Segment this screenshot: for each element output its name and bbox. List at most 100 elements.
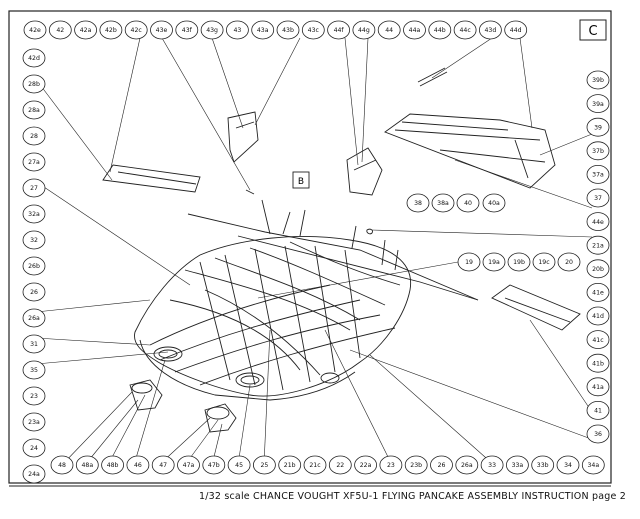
vertical-fin-right-line (353, 159, 377, 171)
label-bottom-14: 23b (404, 455, 428, 475)
label-right-4: 37a (586, 164, 610, 184)
label-text: 46 (134, 462, 142, 469)
label-text: 37a (592, 172, 604, 179)
label-text: 47b (208, 462, 220, 469)
label-text: 44 (385, 27, 393, 34)
label-text: 42a (80, 27, 92, 34)
label-text: 24 (30, 445, 38, 452)
label-text: 37 (594, 195, 602, 202)
label-inner-mid-4: 20 (557, 252, 581, 272)
label-inner-upper-0: 38 (406, 193, 430, 213)
label-text: 23b (410, 462, 422, 469)
label-right-9: 41e (586, 282, 610, 302)
label-top-9: 43a (251, 20, 275, 40)
label-text: 39a (592, 101, 604, 108)
label-text: 42b (105, 27, 117, 34)
label-text: 27 (30, 185, 38, 192)
callout-letter: B (298, 177, 304, 187)
label-right-13: 41a (586, 377, 610, 397)
label-top-15: 44a (403, 20, 426, 40)
label-text: 44c (459, 27, 471, 34)
label-top-16: 44b (428, 20, 452, 40)
intake-left (153, 346, 183, 362)
label-text: 42e (29, 27, 41, 34)
label-text: 21c (309, 462, 321, 469)
label-text: 39b (592, 77, 604, 84)
label-left-14: 23a (22, 412, 46, 432)
label-text: 44f (334, 27, 345, 34)
label-text: 43c (308, 27, 320, 34)
vertical-fin-left (227, 111, 259, 163)
stabilizer-right (491, 284, 581, 331)
label-top-6: 43f (175, 20, 199, 40)
label-text: 43a (257, 27, 269, 34)
label-bottom-0: 48 (50, 455, 74, 475)
label-text: 38a (437, 200, 449, 207)
label-text: 20b (592, 266, 604, 273)
label-text: 43g (206, 27, 218, 34)
label-text: 32 (30, 237, 38, 244)
label-text: 19a (488, 259, 500, 266)
label-text: 23 (387, 462, 395, 469)
label-text: 20 (565, 259, 573, 266)
label-left-4: 27a (22, 152, 46, 172)
label-left-10: 26a (22, 308, 46, 328)
label-right-8: 20b (586, 259, 610, 279)
label-text: 26a (28, 315, 40, 322)
lower-fuselage (139, 339, 356, 401)
label-text: 33 (488, 462, 496, 469)
label-text: 47a (183, 462, 195, 469)
label-bottom-13: 23 (379, 455, 403, 475)
label-text: 44g (358, 27, 370, 34)
label-text: 36 (594, 431, 602, 438)
label-left-5: 27 (22, 178, 46, 198)
label-top-5: 43e (150, 20, 173, 40)
label-left-6: 32a (22, 204, 46, 224)
label-text: 40 (464, 200, 472, 207)
label-left-2: 28a (22, 100, 46, 120)
label-top-14: 44 (377, 20, 401, 40)
label-text: 19 (465, 259, 473, 266)
label-bottom-2: 48b (101, 455, 124, 475)
label-text: 35 (30, 367, 38, 374)
label-text: 44a (409, 27, 421, 34)
label-left-15: 24 (22, 438, 46, 458)
label-top-0: 42e (23, 20, 47, 40)
label-left-11: 31 (22, 334, 46, 354)
label-inner-mid-1: 19a (482, 252, 506, 272)
label-bottom-16: 26a (455, 455, 479, 475)
label-text: 48 (58, 462, 66, 469)
intake-right-inner (240, 375, 260, 385)
label-text: 28 (30, 133, 38, 140)
label-right-11: 41c (586, 330, 610, 350)
label-top-18: 43d (478, 20, 502, 40)
label-left-0: 42d (22, 48, 46, 68)
label-text: 28a (28, 107, 40, 114)
label-text: 48a (81, 462, 93, 469)
label-right-3: 37b (586, 141, 610, 161)
label-text: 43f (182, 27, 193, 34)
intake-right (235, 372, 265, 388)
label-bottom-1: 48a (75, 455, 99, 475)
label-text: 26 (30, 289, 38, 296)
label-bottom-18: 33a (506, 455, 529, 475)
label-right-7: 21a (586, 235, 610, 255)
leader-lines (35, 37, 595, 466)
label-text: 41a (592, 384, 604, 391)
label-text: 37b (592, 148, 604, 155)
sheet-letter-box (579, 19, 607, 41)
label-inner-upper-1: 38a (431, 193, 455, 213)
wing-spar-back (237, 235, 479, 301)
label-text: 45 (235, 462, 243, 469)
hub-left (129, 379, 163, 411)
label-text: 33a (512, 462, 524, 469)
label-text: 44e (592, 219, 604, 226)
label-text: 33b (537, 462, 549, 469)
intake-far (320, 372, 340, 384)
footer-caption: 1/32 scale CHANCE VOUGHT XF5U-1 FLYING P… (199, 491, 626, 502)
label-left-7: 32 (22, 230, 46, 250)
wing-panel-right (384, 113, 556, 189)
label-left-12: 35 (22, 360, 46, 380)
vertical-fin-right (346, 147, 383, 196)
